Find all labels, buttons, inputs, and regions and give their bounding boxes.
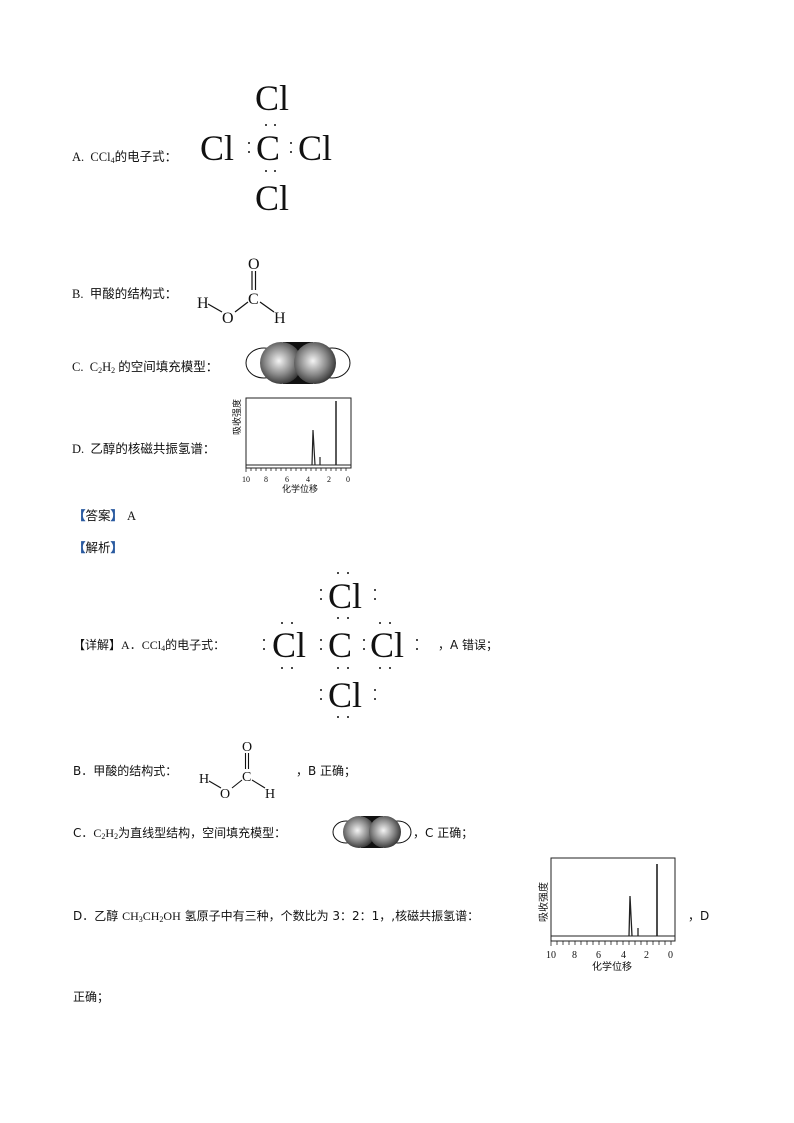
lewis2-cl-top: Cl xyxy=(328,576,363,616)
detail-c-line: C．C2H2为直线型结构，空间填充模型： xyxy=(73,826,287,841)
detail-a-line: 【详解】A．CCl4的电子式： xyxy=(73,638,226,653)
lewis-cl-top: Cl xyxy=(255,78,290,118)
option-d-line: D. 乙醇的核磁共振氢谱： xyxy=(72,438,215,457)
lewis-cl-right: Cl xyxy=(298,128,333,168)
lewis2-cl-bottom: Cl xyxy=(328,675,363,715)
nmr-spectrum-chart-small: 吸收强度 10 8 6 4 2 0 化学位移 xyxy=(232,397,352,495)
answer-value: A xyxy=(127,509,137,523)
svg-text:8: 8 xyxy=(572,950,577,961)
detail-d-continuation: 正确； xyxy=(73,990,110,1004)
svg-text:C: C xyxy=(248,291,259,308)
answer-label: 答案 xyxy=(85,508,111,523)
option-a-formula: CCl4 xyxy=(90,150,115,165)
svg-text:10: 10 xyxy=(546,950,556,961)
svg-text:C: C xyxy=(242,770,251,785)
c2h2-space-filling-model-icon xyxy=(245,342,351,384)
svg-text:0: 0 xyxy=(346,475,350,484)
option-d-label: D. xyxy=(72,442,85,456)
lewis2-c-center: C xyxy=(328,625,353,665)
detail-label: 详解 xyxy=(85,638,110,652)
svg-text:吸收强度: 吸收强度 xyxy=(232,399,243,435)
option-b-label: B. xyxy=(72,287,84,301)
svg-text:O: O xyxy=(222,310,234,327)
option-c-text: 的空间填充模型： xyxy=(118,360,219,374)
analysis-heading: 【解析】 xyxy=(73,540,124,555)
svg-text:4: 4 xyxy=(621,950,626,961)
svg-text:10: 10 xyxy=(242,475,250,484)
c2h2-space-filling-model-icon-2 xyxy=(332,816,412,848)
detail-d-suffix: ，D xyxy=(688,909,710,923)
formic-acid-structure-icon: O C H O H xyxy=(197,256,286,327)
svg-text:O: O xyxy=(242,740,252,755)
svg-text:O: O xyxy=(220,787,230,802)
option-c-formula: C2H2 xyxy=(89,360,116,375)
svg-text:H: H xyxy=(265,787,275,802)
svg-text:8: 8 xyxy=(264,475,268,484)
svg-text:4: 4 xyxy=(306,475,310,484)
lewis-c-center: C xyxy=(256,128,281,168)
option-a-text: 的电子式： xyxy=(114,150,178,164)
svg-text:2: 2 xyxy=(644,950,649,961)
analysis-label: 解析 xyxy=(85,540,111,555)
svg-text:吸收强度: 吸收强度 xyxy=(537,882,550,922)
lewis-structure-ccl4-incorrect: Cl Cl C Cl Cl xyxy=(198,78,348,218)
lewis-cl-bottom: Cl xyxy=(255,178,290,218)
option-a-label: A. xyxy=(72,150,85,164)
svg-text:H: H xyxy=(197,295,209,312)
svg-text:0: 0 xyxy=(668,950,673,961)
lewis-structure-ccl4-correct: Cl Cl C Cl Cl xyxy=(256,565,426,723)
option-c-line: C. C2H2 的空间填充模型： xyxy=(72,356,218,375)
detail-a-suffix: ，A 错误； xyxy=(438,638,499,652)
detail-b-prefix: B．甲酸的结构式： xyxy=(73,764,178,778)
detail-b-suffix: ，B 正确； xyxy=(296,764,357,778)
option-d-text: 乙醇的核磁共振氢谱： xyxy=(90,442,216,456)
lewis2-cl-left: Cl xyxy=(272,625,307,665)
nmr-spectrum-chart-large: 吸收强度 10 8 6 4 2 0 化学位移 xyxy=(537,857,676,973)
svg-text:H: H xyxy=(199,772,209,787)
option-c-label: C. xyxy=(72,360,84,374)
option-b-line: B. 甲酸的结构式： xyxy=(72,283,177,302)
svg-text:化学位移: 化学位移 xyxy=(282,483,318,495)
svg-text:2: 2 xyxy=(327,475,331,484)
option-a-line: A. CCl4的电子式： xyxy=(72,146,177,165)
lewis-cl-left: Cl xyxy=(200,128,235,168)
lewis2-cl-right: Cl xyxy=(370,625,405,665)
svg-text:H: H xyxy=(274,310,286,327)
svg-text:O: O xyxy=(248,256,260,273)
option-b-text: 甲酸的结构式： xyxy=(89,287,178,301)
detail-c-suffix: ，C 正确； xyxy=(413,826,474,840)
svg-text:6: 6 xyxy=(596,950,601,961)
detail-d-line: D．乙醇 CH3CH2OH 氢原子中有三种，个数比为 3：2：1，,核磁共振氢谱… xyxy=(73,909,480,924)
svg-text:化学位移: 化学位移 xyxy=(592,960,632,973)
answer-line: 【答案】 A xyxy=(73,508,137,523)
svg-text:6: 6 xyxy=(285,475,289,484)
formic-acid-structure-icon-2: O C H O H xyxy=(199,740,275,802)
